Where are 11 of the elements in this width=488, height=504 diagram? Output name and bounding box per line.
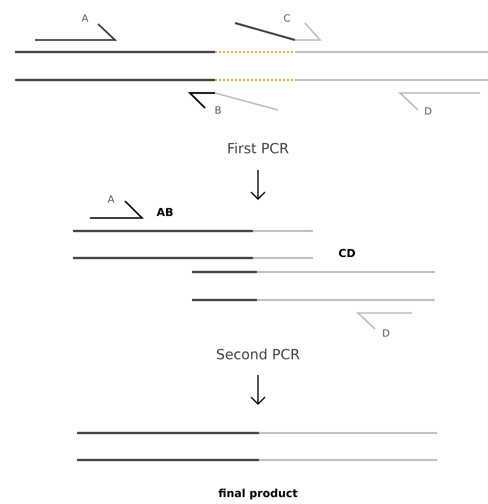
product-label: final product: [218, 488, 298, 500]
primer-label: A: [108, 195, 114, 203]
primer-label: A: [82, 14, 88, 22]
product-label: AB: [156, 208, 173, 216]
primer-label: D: [383, 329, 390, 337]
step-label: First PCR: [228, 142, 289, 154]
product-label: CD: [338, 248, 356, 258]
primer-label: B: [216, 106, 221, 114]
primer-label: D: [425, 107, 432, 115]
primer-label: C: [284, 14, 290, 22]
step-label: Second PCR: [216, 348, 300, 360]
